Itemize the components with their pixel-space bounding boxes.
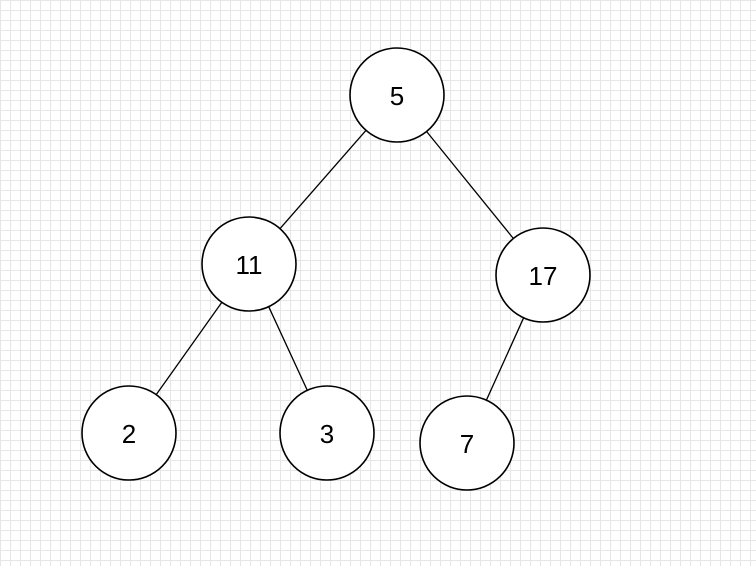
node-circle — [419, 395, 515, 491]
node-label: 3 — [320, 419, 334, 449]
edge-n11-n3 — [268, 306, 308, 391]
node-label: 11 — [236, 250, 263, 280]
tree-node-7[interactable]: 7 — [419, 395, 515, 491]
edge-n5-n11 — [279, 129, 367, 230]
highlighted-node-circle — [495, 227, 591, 323]
tree-node-3[interactable]: 3 — [279, 385, 375, 481]
node-circle — [349, 47, 445, 143]
tree-node-11[interactable]: 11 — [201, 216, 297, 312]
node-circle — [81, 385, 177, 481]
tree-edges — [155, 129, 525, 401]
tree-node-17[interactable]: 17 — [495, 227, 591, 323]
edge-n11-n2 — [155, 301, 223, 396]
node-circle — [279, 385, 375, 481]
node-label: 2 — [122, 419, 136, 449]
node-circle — [201, 216, 297, 312]
edge-n17-n7 — [485, 317, 525, 401]
tree-node-5[interactable]: 5 — [349, 47, 445, 143]
node-label: 7 — [460, 429, 474, 459]
node-label: 17 — [529, 261, 558, 291]
node-label: 5 — [390, 81, 404, 111]
tree-node-2[interactable]: 2 — [81, 385, 177, 481]
edge-n5-n17 — [426, 131, 514, 239]
